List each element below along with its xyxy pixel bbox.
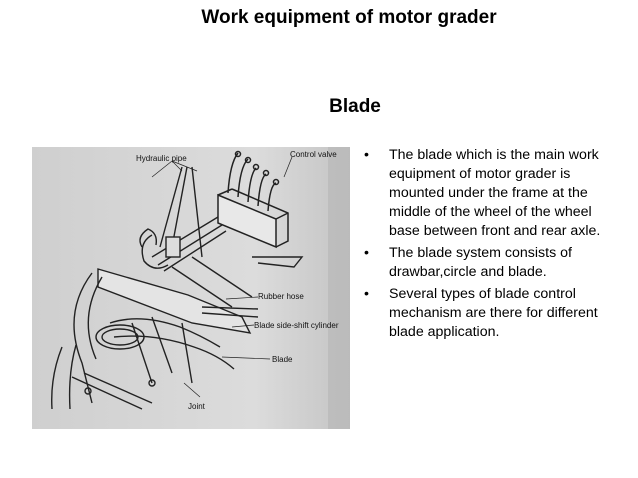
section-subtitle: Blade xyxy=(329,96,381,117)
slide-title: Work equipment of motor grader xyxy=(201,7,497,28)
bullet-marker: • xyxy=(364,245,369,261)
bullet-item: • The blade which is the main work equip… xyxy=(364,146,614,241)
bullet-item: • The blade system consists of drawbar,c… xyxy=(364,244,614,282)
blade-diagram-figure: Hydraulic pipe Control valve Rubber hose… xyxy=(32,147,350,429)
frame-and-hydraulic-pipes xyxy=(51,166,304,410)
label-hydraulic-pipe: Hydraulic pipe xyxy=(136,154,187,163)
label-joint: Joint xyxy=(188,402,206,411)
bullet-marker: • xyxy=(364,147,369,163)
bullet-text: Several types of blade control mechanism… xyxy=(389,286,598,340)
label-blade: Blade xyxy=(272,355,293,364)
label-blade-side-shift: Blade side-shift cylinder xyxy=(254,321,339,330)
label-rubber-hose: Rubber hose xyxy=(258,292,304,301)
bullet-list: • The blade which is the main work equip… xyxy=(364,146,614,345)
blade-diagram-drawing: Hydraulic pipe Control valve Rubber hose… xyxy=(32,147,350,429)
bullet-item: • Several types of blade control mechani… xyxy=(364,285,614,342)
control-valve-block xyxy=(217,150,289,249)
bullet-text: The blade system consists of drawbar,cir… xyxy=(389,245,572,280)
bullet-marker: • xyxy=(364,286,369,302)
label-control-valve: Control valve xyxy=(290,150,337,159)
bullet-text: The blade which is the main work equipme… xyxy=(389,147,601,239)
